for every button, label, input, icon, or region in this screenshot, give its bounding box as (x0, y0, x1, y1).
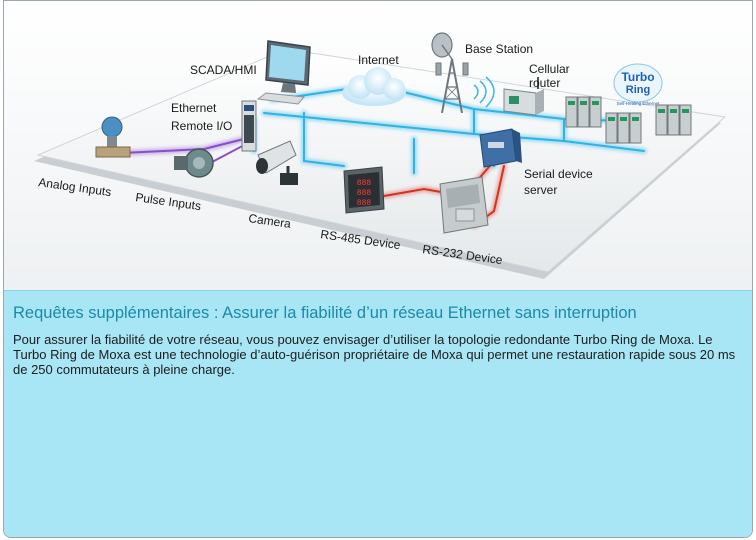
logo-line2: Ring (626, 84, 650, 96)
ethernet-remote-io (241, 100, 257, 152)
network-diagram: Turbo Ring Self-Healing Ethernet (4, 1, 752, 290)
label-serial-server-2: server (524, 183, 557, 197)
label-scada-hmi: SCADA/HMI (190, 63, 257, 77)
cellular-router (503, 77, 544, 116)
label-cellular-router-2: router (529, 76, 560, 90)
label-base-station: Base Station (465, 42, 533, 56)
base-station-tower (431, 32, 495, 114)
label-camera: Camera (248, 211, 293, 231)
serial-device-server (479, 128, 522, 168)
label-internet: Internet (358, 53, 399, 67)
rs485-device: 888 888 888 (343, 166, 385, 214)
label-remote-io-1: Ethernet (171, 101, 217, 115)
rs485-readout-1: 888 (357, 179, 372, 188)
floor-plane (34, 48, 727, 279)
rs232-device (439, 176, 489, 234)
label-serial-server-1: Serial device (524, 167, 593, 181)
content-frame: Turbo Ring Self-Healing Ethernet (3, 0, 753, 538)
ethernet-switches (565, 96, 692, 144)
label-cellular-router-1: Cellular (529, 62, 570, 76)
info-body: Pour assurer la fiabilité de votre résea… (13, 332, 736, 377)
internet-cloud-icon (342, 67, 406, 106)
logo-tagline: Self-Healing Ethernet (617, 101, 661, 106)
scada-hmi-computer (256, 40, 311, 105)
camera-icon (256, 140, 298, 185)
pulse-input-meter (174, 148, 214, 178)
info-panel: Requêtes supplémentaires : Assurer la fi… (4, 290, 752, 537)
rs485-readout-2: 888 (357, 189, 372, 198)
rs485-readout-3: 888 (357, 199, 372, 208)
label-remote-io-2: Remote I/O (171, 119, 232, 133)
info-title: Requêtes supplémentaires : Assurer la fi… (13, 304, 637, 322)
logo-line1: Turbo (621, 70, 654, 84)
analog-input-sensor (95, 116, 131, 158)
label-analog-inputs: Analog Inputs (38, 175, 113, 199)
turbo-ring-logo: Turbo Ring Self-Healing Ethernet (613, 63, 663, 106)
